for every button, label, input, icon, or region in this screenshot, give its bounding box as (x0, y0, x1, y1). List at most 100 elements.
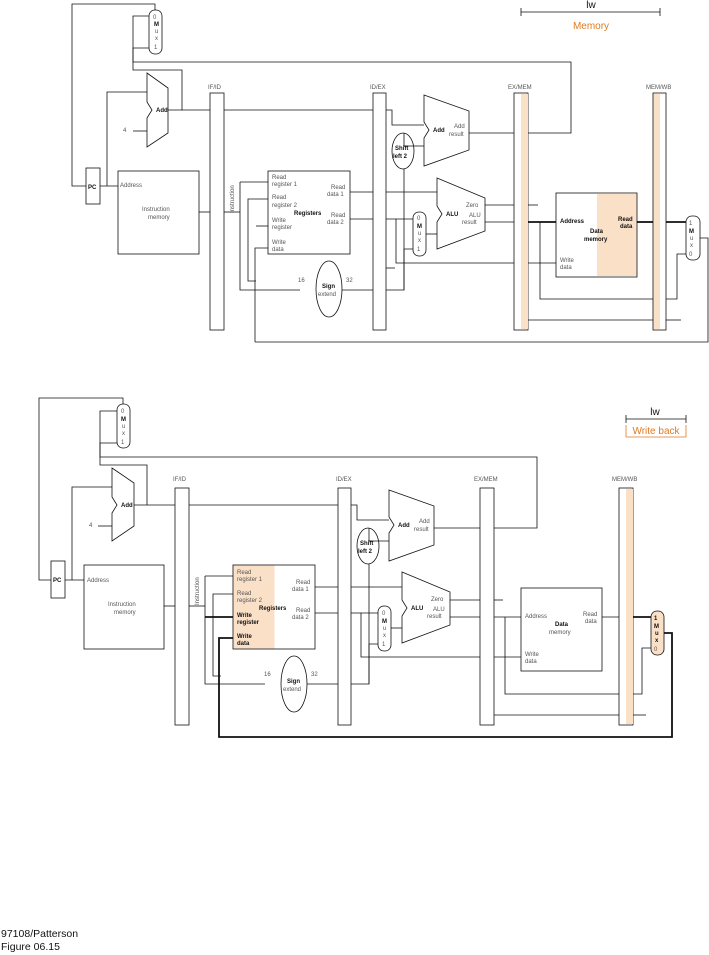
if-mux-x: x (155, 36, 158, 42)
branch-adder-res-1: Add (454, 124, 465, 130)
pc-adder-label: Add (156, 108, 168, 114)
if-id-register (209, 92, 225, 331)
alu (401, 571, 451, 644)
if-mux-0: 0 (153, 15, 157, 21)
wb-mux-u: u (655, 631, 659, 637)
dmem-read-2: data (585, 619, 597, 625)
imem-title-2: memory (148, 215, 170, 221)
dmem-read-1: Read (583, 612, 597, 618)
reg-write-reg-a: Write (272, 218, 287, 224)
dmem-read-2: data (620, 224, 633, 230)
ex-mux-m: M (417, 224, 422, 230)
reg-read-data2-b: data 2 (327, 220, 344, 226)
reg-read-data1-a: Read (331, 185, 345, 191)
instruction-memory (117, 170, 200, 255)
dmem-address: Address (525, 614, 547, 620)
shift-left-2 (356, 527, 380, 565)
branch-adder-res-2: result (449, 132, 464, 138)
reg-read-data2-b: data 2 (292, 615, 309, 621)
ex-mem-register (479, 487, 495, 726)
ex-mux-m: M (382, 619, 387, 625)
wb-mux-m: M (689, 229, 694, 235)
id-ex-register (337, 487, 352, 726)
alu-result-2: result (427, 614, 442, 620)
ex-mux-1: 1 (417, 247, 421, 253)
wb-mux-m: M (654, 624, 659, 630)
instruction-wire-label: Instruction (195, 577, 201, 605)
ex-mux-u: u (383, 626, 386, 632)
panel-write-back-stage: lw Write back IF/ID ID/EX EX/MEM MEM/WB … (38, 397, 687, 738)
stage-underline (625, 425, 687, 438)
branch-adder-res-2: result (414, 527, 429, 533)
reg-read-data1-a: Read (296, 580, 310, 586)
sign-extend-2: extend (283, 687, 301, 693)
reg-read-data2-a: Read (296, 608, 310, 614)
pc-adder (111, 467, 135, 542)
dmem-address: Address (560, 219, 585, 225)
ex-mem-label: EX/MEM (508, 85, 532, 91)
mem-wb-register-highlight (626, 489, 633, 724)
id-ex-label: ID/EX (370, 85, 386, 91)
reg-write-reg-b: register (237, 620, 260, 626)
alu-result-1: ALU (433, 607, 445, 613)
imem-title-1: Instruction (108, 602, 136, 608)
dmem-write-1: Write (560, 258, 575, 264)
sign-extend-in: 16 (298, 278, 305, 284)
shift-left-2 (391, 132, 415, 170)
ex-mux-0: 0 (417, 216, 421, 222)
alu-result-1: ALU (469, 213, 481, 219)
sign-extend (315, 260, 343, 318)
instruction-label: lw (650, 407, 660, 418)
reg-title: Registers (259, 606, 287, 612)
reg-read-data1-b: data 1 (292, 587, 309, 593)
data-memory-highlight (597, 194, 637, 276)
wb-mux-u: u (690, 236, 693, 242)
dmem-write-2: data (525, 659, 537, 665)
dmem-title-2: memory (584, 237, 608, 243)
dmem-read-1: Read (618, 217, 633, 223)
sign-extend-1: Sign (322, 284, 335, 290)
stage-bracket (520, 8, 661, 16)
if-mux (116, 403, 131, 449)
imem-title-2: memory (114, 610, 136, 616)
alu-zero: Zero (431, 597, 444, 603)
dmem-write-1: Write (525, 652, 540, 658)
reg-read-reg1-a: Read (272, 175, 286, 181)
dmem-title-1: Data (555, 622, 569, 628)
imem-address: Address (120, 183, 142, 189)
if-id-label: IF/ID (208, 85, 222, 91)
wb-mux-x: x (655, 638, 659, 644)
reg-read-reg2-b: register 2 (237, 598, 263, 604)
alu-label: ALU (446, 212, 458, 218)
reg-write-data-a: Write (272, 240, 287, 246)
dmem-title-2: memory (549, 630, 571, 636)
footer: 97108/Patterson Figure 06.15 (1, 928, 78, 954)
pc-box (50, 560, 66, 599)
shift-2: left 2 (358, 549, 373, 555)
ex-mux-x: x (383, 633, 386, 639)
if-id-register (174, 487, 190, 726)
instruction-label: lw (586, 0, 596, 11)
mem-wb-label: MEM/WB (646, 85, 671, 91)
mem-wb-label: MEM/WB (612, 477, 637, 483)
branch-adder (388, 489, 435, 562)
ex-mem-register-highlight (521, 94, 528, 329)
reg-read-reg1-b: register 1 (272, 182, 298, 188)
id-ex-register (372, 92, 387, 331)
ex-mux (377, 605, 392, 652)
if-mux-0: 0 (121, 409, 125, 415)
stage-bracket (625, 415, 687, 423)
sign-extend-out: 32 (311, 672, 318, 678)
footer-line-2: Figure 06.15 (1, 941, 60, 953)
pc-adder (146, 72, 169, 148)
ex-mux-u: u (418, 231, 421, 237)
sign-extend-1: Sign (287, 679, 300, 685)
sign-extend-2: extend (318, 292, 336, 298)
ex-mem-label: EX/MEM (474, 477, 498, 483)
wires-bottom (38, 397, 673, 738)
if-mux-m: M (154, 22, 159, 28)
if-mux-x: x (122, 431, 125, 437)
instruction-memory (83, 564, 165, 650)
wb-mux-1: 1 (654, 616, 658, 622)
